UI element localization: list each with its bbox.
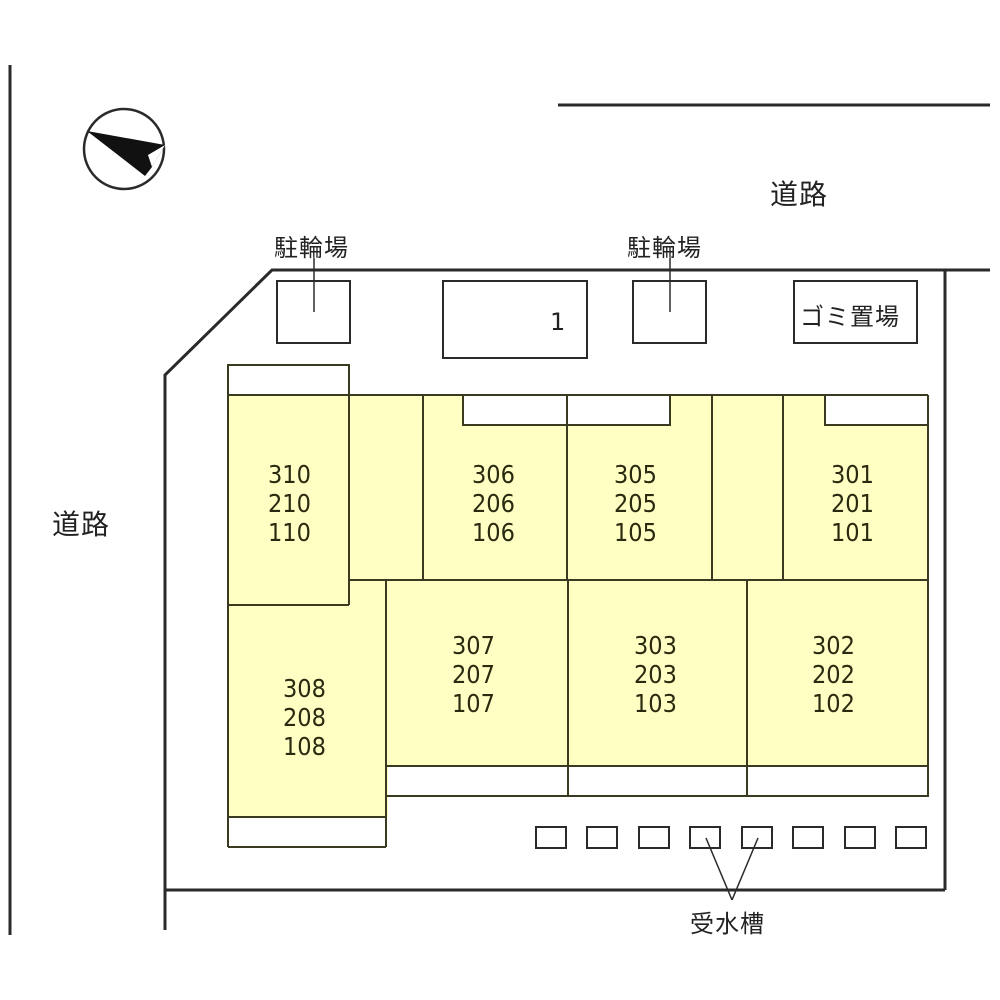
parking-space-1 (442, 280, 588, 359)
water-tank-boxes (535, 826, 927, 849)
garbage-area-box (793, 280, 918, 344)
property-boundary (163, 268, 990, 930)
top-road-label: 道路 (770, 178, 829, 211)
bicycle-parking-label-left: 駐輪場 (274, 234, 349, 262)
garbage-area-label: ゴミ置場 (800, 303, 900, 331)
left-road-label: 道路 (52, 508, 111, 541)
north-arrow-icon (82, 107, 166, 191)
water-tank-label: 受水槽 (690, 910, 765, 938)
bicycle-parking-label-right: 駐輪場 (627, 234, 702, 262)
parking-space-number: 1 (550, 308, 566, 336)
